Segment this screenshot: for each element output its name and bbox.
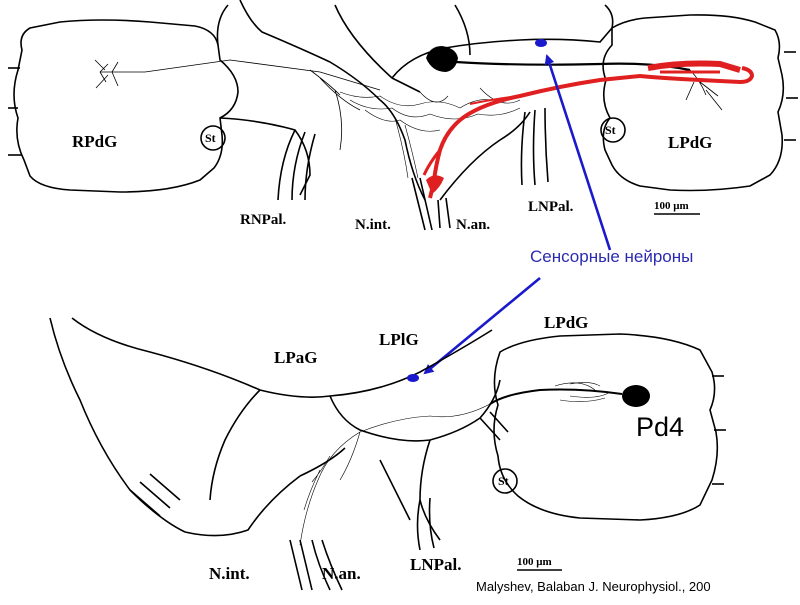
rnpal-nerve xyxy=(277,129,316,201)
bottom-panel xyxy=(49,317,726,591)
statocyst-bottom xyxy=(492,468,518,494)
lower-lobe xyxy=(184,439,441,541)
left-arbor-top xyxy=(685,69,723,111)
label-lpag: LPaG xyxy=(274,348,318,367)
arrow-to-top-dot xyxy=(544,54,612,251)
nan-nerve-bottom xyxy=(311,539,343,591)
red-neuron-top xyxy=(422,60,755,199)
label-pd4: Pd4 xyxy=(636,412,685,442)
citation: Malyshev, Balaban J. Neurophysiol., 200 xyxy=(476,579,711,594)
label-nint-top: N.int. xyxy=(355,217,391,233)
right-connective-body xyxy=(216,0,381,196)
lpdg-top-outline xyxy=(602,14,785,192)
nint-nerve xyxy=(411,177,433,231)
label-lnpal-top: LNPal. xyxy=(528,199,574,215)
label-rpdg: RPdG xyxy=(72,132,118,151)
label-st-right-top: St xyxy=(205,131,216,145)
scale-bar-bottom-label: 100 μm xyxy=(517,556,552,568)
sensory-neurons-label: Сенсорные нейроны xyxy=(530,247,694,266)
rpdg-outline xyxy=(13,19,239,193)
lnpal-nerve xyxy=(520,107,549,186)
lplg-outline xyxy=(209,379,501,501)
statocyst-left-top xyxy=(600,117,626,143)
lnpal-nerve-bottom xyxy=(416,497,435,551)
right-arbor-top xyxy=(94,59,381,151)
label-rnpal: RNPal. xyxy=(240,212,287,228)
label-nint-bottom: N.int. xyxy=(209,564,250,583)
lpag-outline xyxy=(49,317,493,533)
statocyst-right-top xyxy=(200,125,226,151)
scale-bar-top-label: 100 μm xyxy=(654,200,689,212)
pd4-soma xyxy=(622,385,650,407)
arrow-to-bottom-dot xyxy=(423,276,541,375)
label-lpdg-top: LPdG xyxy=(668,133,713,152)
top-panel xyxy=(8,0,798,231)
lpdg-bottom-outline xyxy=(493,333,719,521)
black-neuron-soma-top xyxy=(426,46,458,72)
label-st-left-top: St xyxy=(605,123,616,137)
nint-nerve-bottom xyxy=(289,539,313,591)
label-lpdg-bottom: LPdG xyxy=(544,313,589,332)
label-st-bottom: St xyxy=(498,474,509,488)
upper-center-curve xyxy=(334,4,471,93)
label-nan-bottom: N.an. xyxy=(322,564,361,583)
pd4-axon xyxy=(489,388,623,405)
label-nan-top: N.an. xyxy=(456,217,491,233)
sensory-neuron-dot-bottom xyxy=(407,374,419,382)
label-lplg: LPlG xyxy=(379,330,419,349)
sensory-neuron-dot-top xyxy=(535,39,547,47)
label-lnpal-bottom: LNPal. xyxy=(410,555,462,574)
pd4-arbor xyxy=(299,382,611,546)
nan-nerve xyxy=(437,197,451,229)
